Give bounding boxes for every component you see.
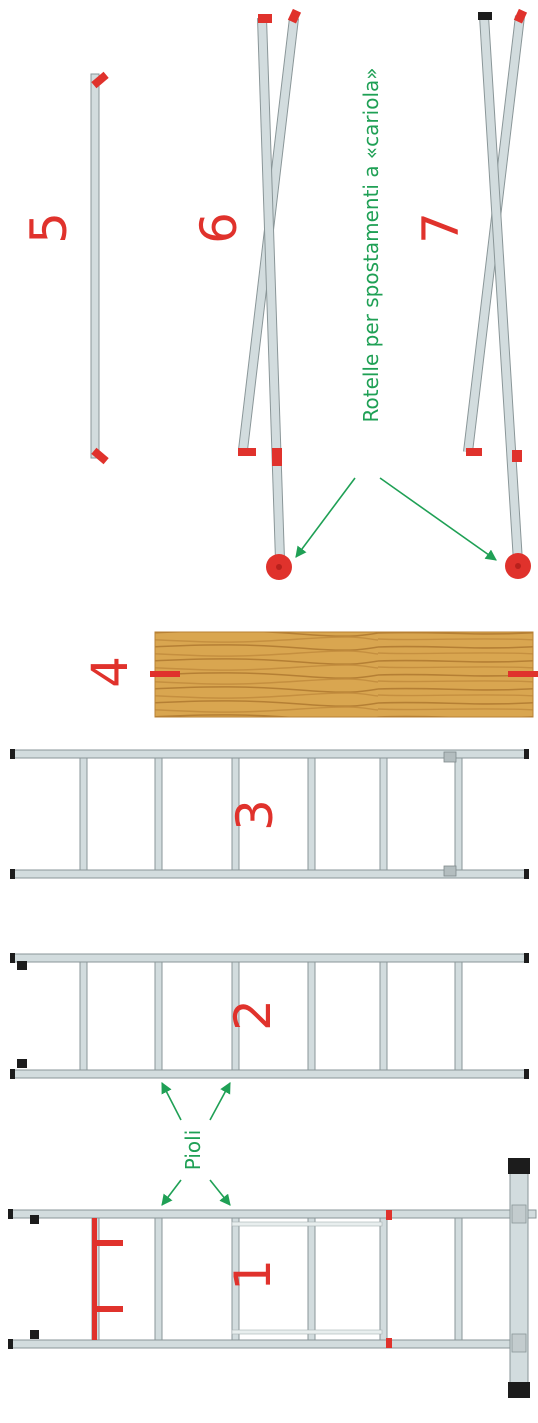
part-number-3: 3 bbox=[226, 799, 284, 831]
rail bbox=[11, 1339, 523, 1349]
wheel-icon bbox=[266, 554, 292, 580]
bracket-icon bbox=[92, 1218, 123, 1340]
part-6-cross-brace: 6 bbox=[190, 8, 302, 580]
callout-wheels-label: Rotelle per spostamenti a «cariola» bbox=[359, 68, 383, 423]
part-number-4: 4 bbox=[81, 656, 139, 688]
end-cap-icon bbox=[10, 953, 529, 1079]
callout-wheels: Rotelle per spostamenti a «cariola» bbox=[295, 68, 497, 561]
part-5-single-brace: 5 bbox=[20, 71, 109, 465]
part-1-base-ladder: 1 bbox=[8, 1158, 537, 1398]
rungs bbox=[79, 961, 463, 1071]
arrow-icon bbox=[161, 1082, 231, 1206]
part-number-1: 1 bbox=[224, 1259, 282, 1291]
callout-rungs-label: Pioli bbox=[181, 1130, 205, 1171]
wheel-icon bbox=[505, 553, 531, 579]
part-number-6: 6 bbox=[190, 212, 248, 244]
arrow-icon bbox=[295, 477, 497, 561]
rail bbox=[11, 953, 529, 963]
end-cap-icon bbox=[8, 1209, 39, 1349]
part-number-5: 5 bbox=[20, 212, 78, 244]
part-4-wooden-plank: 4 bbox=[81, 631, 538, 718]
rungs bbox=[79, 757, 463, 871]
part-3-top-ladder: 3 bbox=[10, 749, 529, 879]
rail bbox=[11, 1209, 537, 1219]
end-cap-icon bbox=[10, 749, 529, 879]
part-2-middle-ladder: 2 bbox=[10, 953, 529, 1079]
part-number-2: 2 bbox=[224, 999, 282, 1031]
rail bbox=[11, 1069, 529, 1079]
callout-rungs: Pioli bbox=[161, 1082, 231, 1206]
stabilizer-bar bbox=[509, 1159, 529, 1397]
part-7-cross-brace: 7 bbox=[412, 8, 531, 579]
part-number-7: 7 bbox=[412, 212, 470, 244]
